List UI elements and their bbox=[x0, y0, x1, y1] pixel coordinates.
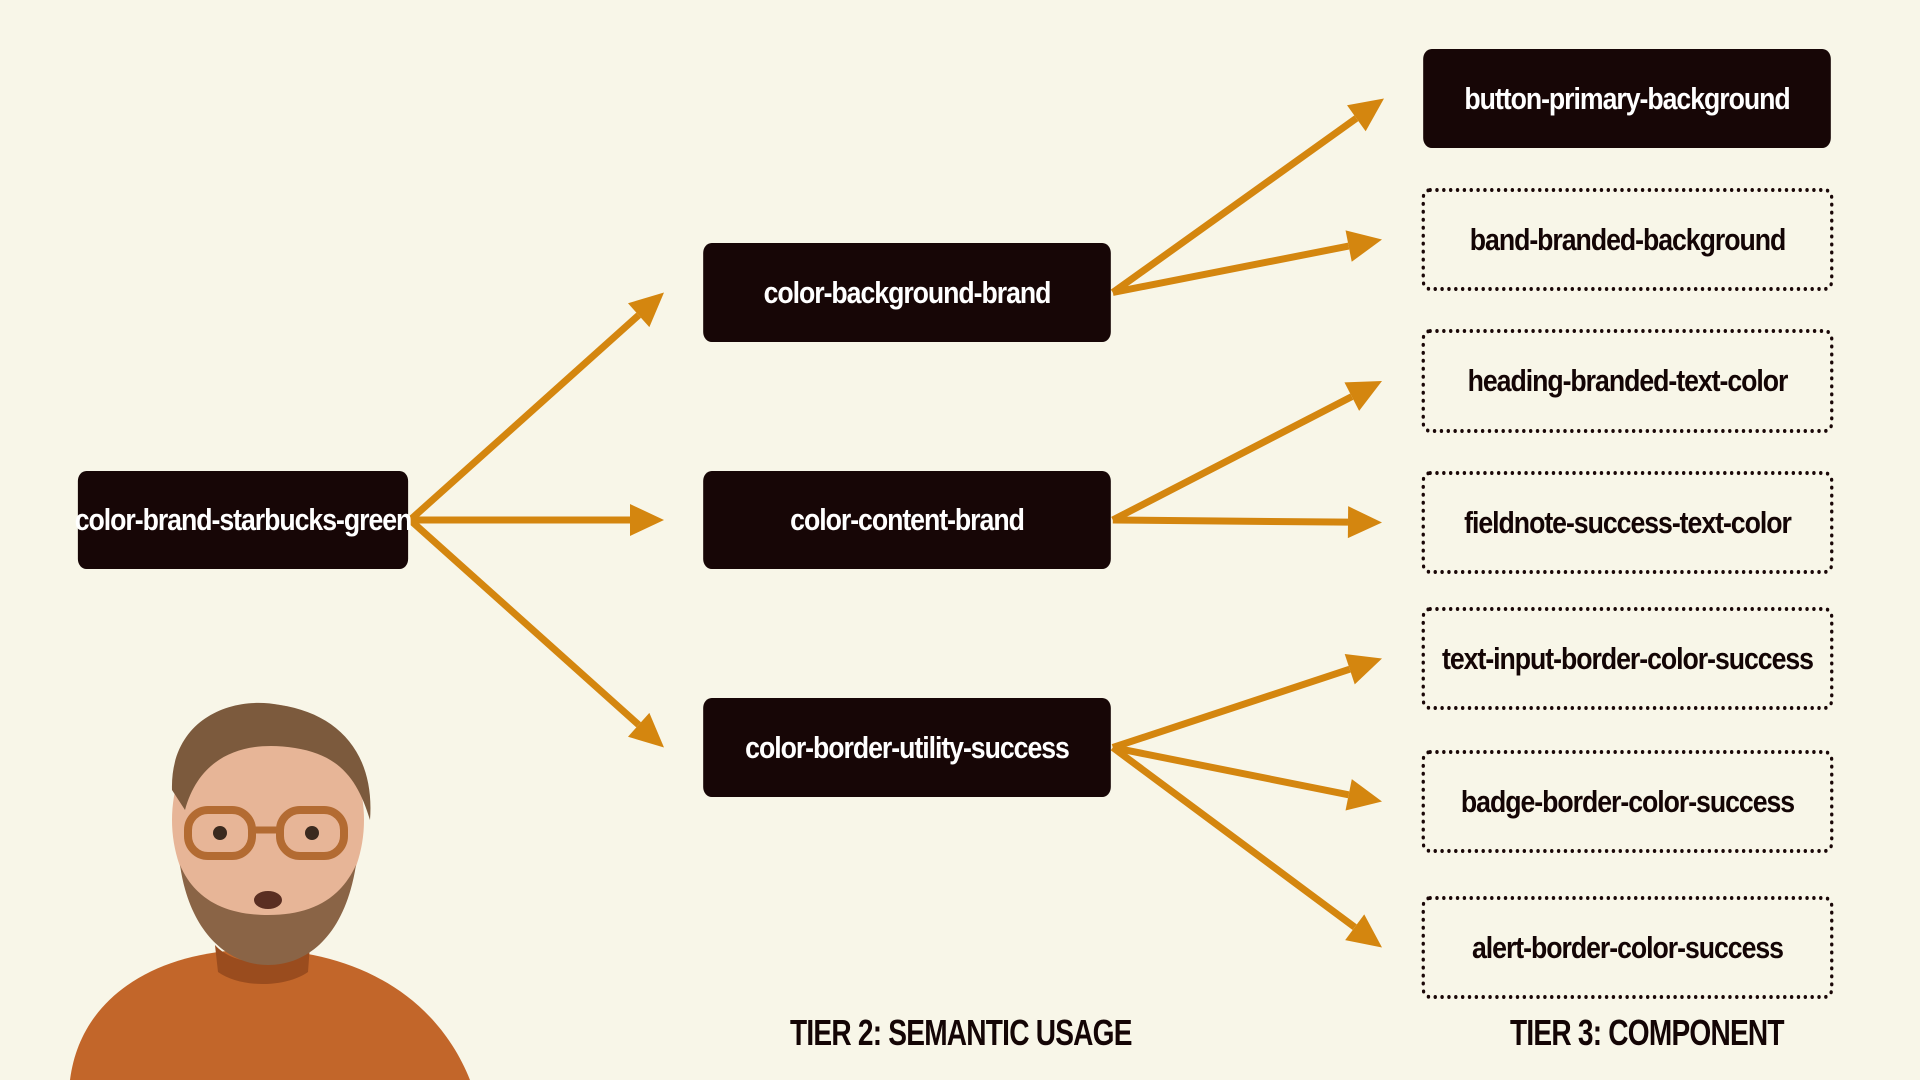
arrow-line-7 bbox=[1111, 665, 1351, 751]
tier2-node-label: color-content-brand bbox=[790, 502, 1025, 537]
tier2-node-border-utility-success: color-border-utility-success bbox=[703, 698, 1111, 797]
tier3-node-badge-border-color-success: badge-border-color-success bbox=[1421, 750, 1834, 853]
tier3-node-label: band-branded-background bbox=[1469, 221, 1786, 257]
arrow-head-6 bbox=[1347, 506, 1382, 539]
person-webcam-icon bbox=[70, 702, 470, 1080]
tier2-node-label: color-border-utility-success bbox=[745, 729, 1070, 765]
tier3-node-heading-branded-text-color: heading-branded-text-color bbox=[1421, 329, 1834, 433]
tier2-node-label: color-background-brand bbox=[763, 274, 1052, 310]
arrow-head-2 bbox=[628, 712, 664, 748]
tier3-node-label: heading-branded-text-color bbox=[1467, 363, 1789, 398]
tier2-node-content-brand: color-content-brand bbox=[703, 471, 1111, 569]
tier1-node-label: color-brand-starbucks-green bbox=[74, 502, 413, 537]
arrow-line-2 bbox=[407, 517, 642, 728]
arrow-head-8 bbox=[1345, 779, 1382, 811]
tier3-node-label: fieldnote-success-text-color bbox=[1464, 504, 1792, 540]
tier3-node-alert-border-color-success: alert-border-color-success bbox=[1421, 896, 1834, 999]
arrow-head-9 bbox=[1345, 914, 1382, 948]
tier3-node-label: button-primary-background bbox=[1464, 80, 1790, 116]
tier3-node-label: alert-border-color-success bbox=[1472, 929, 1784, 965]
arrow-line-3 bbox=[1110, 115, 1359, 296]
arrow-line-0 bbox=[407, 312, 642, 523]
arrow-head-1 bbox=[630, 504, 664, 536]
tier3-caption: TIER 3: COMPONENT bbox=[1510, 1012, 1785, 1053]
tier3-node-fieldnote-success-text-color: fieldnote-success-text-color bbox=[1421, 471, 1834, 574]
tier2-caption: TIER 2: SEMANTIC USAGE bbox=[790, 1012, 1132, 1053]
tier1-node: color-brand-starbucks-green bbox=[75, 471, 412, 569]
arrow-line-5 bbox=[1111, 393, 1354, 524]
tier3-node-label: badge-border-color-success bbox=[1460, 783, 1795, 819]
arrow-head-0 bbox=[628, 292, 664, 328]
arrow-line-9 bbox=[1110, 744, 1357, 931]
tier3-node-label: text-input-border-color-success bbox=[1442, 640, 1814, 676]
arrow-head-5 bbox=[1344, 381, 1382, 411]
tier2-node-background-brand: color-background-brand bbox=[703, 243, 1111, 342]
arrow-head-4 bbox=[1345, 230, 1382, 262]
arrow-line-6 bbox=[1112, 516, 1349, 526]
arrow-head-7 bbox=[1344, 653, 1382, 685]
arrow-head-3 bbox=[1347, 98, 1384, 132]
tier3-node-band-branded-background: band-branded-background bbox=[1421, 188, 1834, 291]
tier3-node-button-primary-background: button-primary-background bbox=[1423, 49, 1831, 148]
arrow-line-8 bbox=[1112, 744, 1350, 799]
arrow-line-4 bbox=[1112, 242, 1350, 296]
tier3-node-text-input-border-color-success: text-input-border-color-success bbox=[1421, 607, 1834, 710]
